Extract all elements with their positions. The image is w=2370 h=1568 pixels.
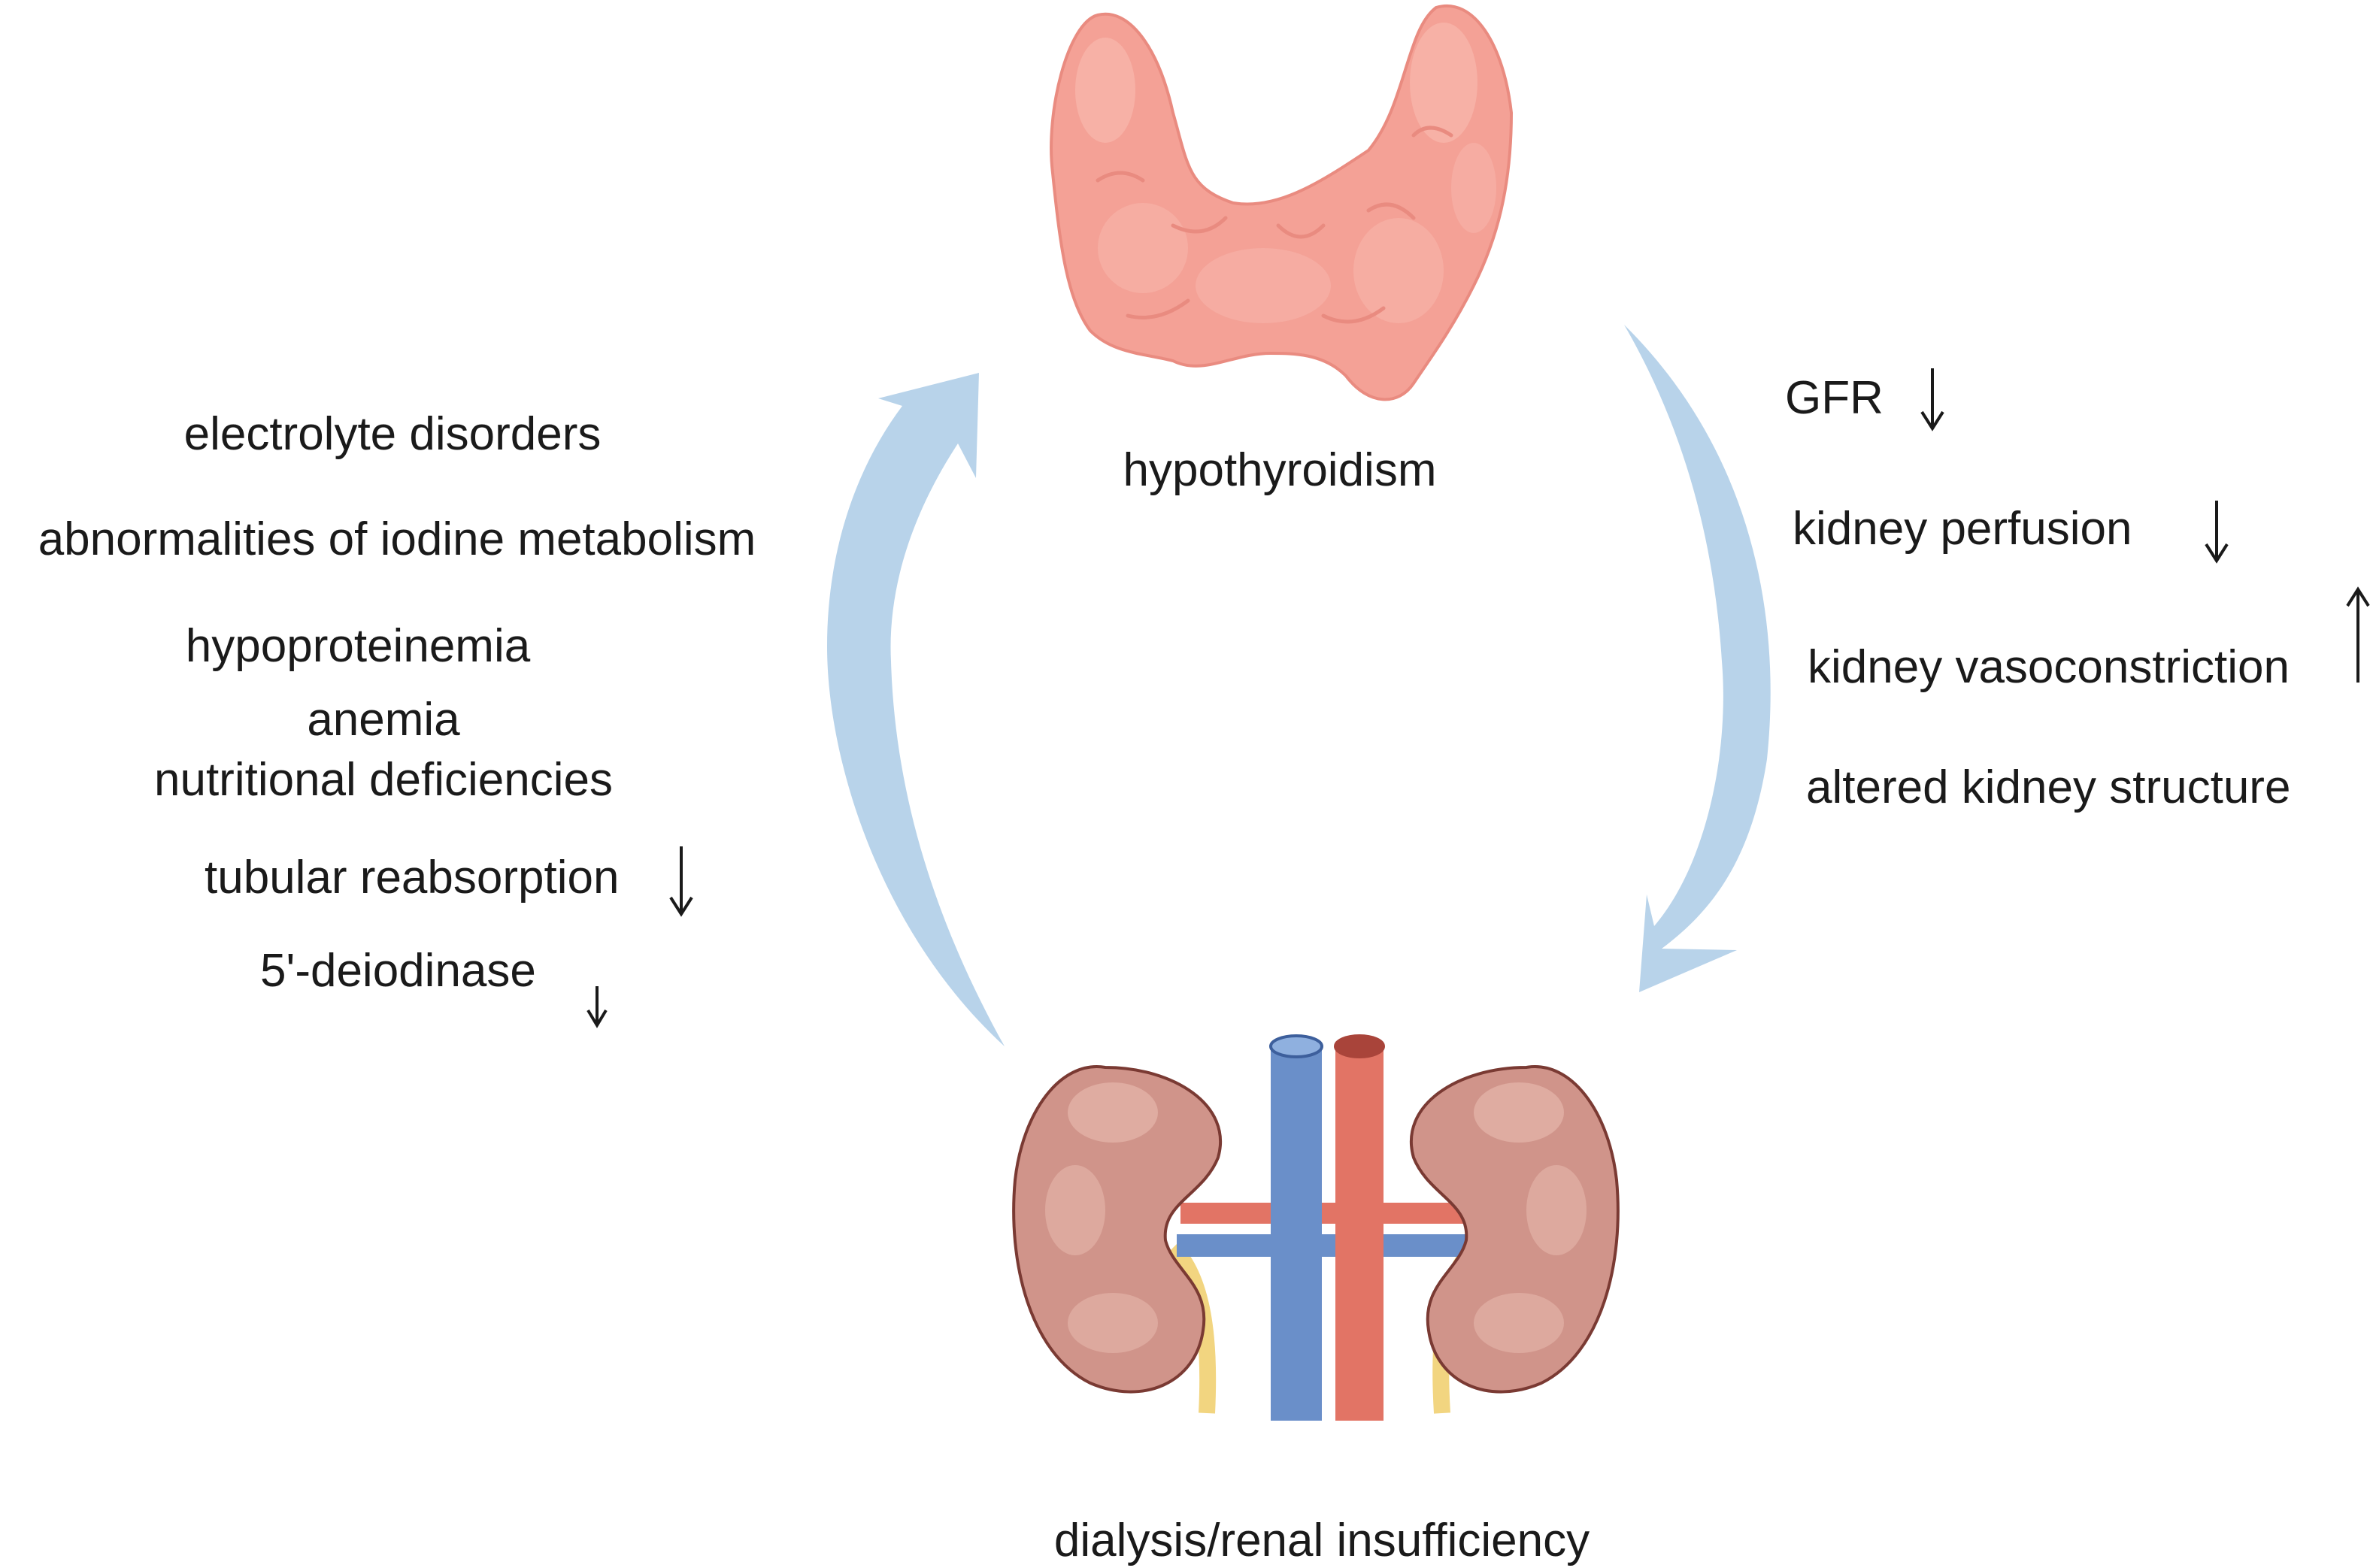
left-effects-list: electrolyte disorders abnormalities of i… [38, 408, 756, 1028]
down-arrow-icon [1920, 368, 1944, 431]
down-arrow-icon [586, 986, 608, 1028]
right-effects-list: GFR kidney perfusion kidney vasoconstric… [1785, 368, 2370, 813]
left-effect-electrolyte-disorders: electrolyte disorders [184, 408, 602, 460]
cycle-arrow-right [1624, 325, 1771, 992]
right-effect-altered-kidney-structure: altered kidney structure [1806, 761, 2290, 813]
down-arrow-icon [669, 846, 693, 917]
kidneys-icon [1012, 1034, 1620, 1421]
left-effect-nutritional-deficiencies: nutritional deficiencies [154, 754, 613, 806]
bottom-node-label: dialysis/renal insufficiency [1054, 1515, 1590, 1566]
left-effect-anemia: anemia [307, 694, 460, 746]
right-effect-kidney-vasoconstriction: kidney vasoconstriction [1808, 641, 2290, 693]
right-effect-gfr: GFR [1785, 372, 1884, 424]
right-effect-kidney-perfusion: kidney perfusion [1793, 503, 2132, 555]
cycle-arrow-left [827, 373, 1005, 1046]
left-effect-iodine-metabolism: abnormalities of iodine metabolism [38, 513, 756, 565]
left-effect-tubular-reabsorption: tubular reabsorption [205, 852, 619, 904]
left-effect-5-deiodinase: 5'-deiodinase [260, 945, 536, 997]
top-node-label: hypothyroidism [1123, 444, 1437, 496]
down-arrow-icon [2205, 501, 2229, 564]
thyroid-gland-icon [1050, 5, 1514, 401]
left-effect-hypoproteinemia: hypoproteinemia [186, 620, 531, 672]
up-arrow-icon [2346, 586, 2370, 683]
